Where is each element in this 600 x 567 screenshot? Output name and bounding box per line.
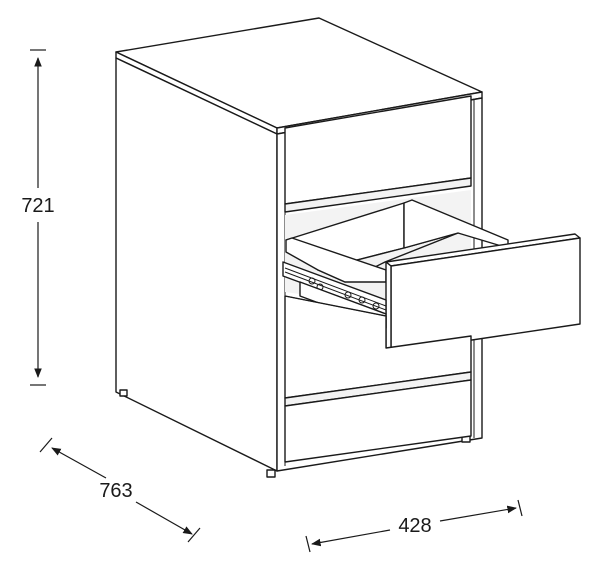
height-label: 721: [21, 195, 54, 217]
depth-label: 763: [99, 480, 132, 502]
depth-dimension: 763: [39, 437, 201, 543]
width-dimension: 428: [305, 499, 523, 553]
drawer-top: [284, 95, 472, 213]
height-dimension: 721: [21, 49, 55, 386]
cabinet-feet: [119, 389, 471, 478]
drawer-left-side: [285, 237, 387, 283]
width-label: 428: [398, 515, 431, 537]
drawer-bottom-box: [284, 371, 472, 463]
drawer-open: [282, 190, 581, 353]
